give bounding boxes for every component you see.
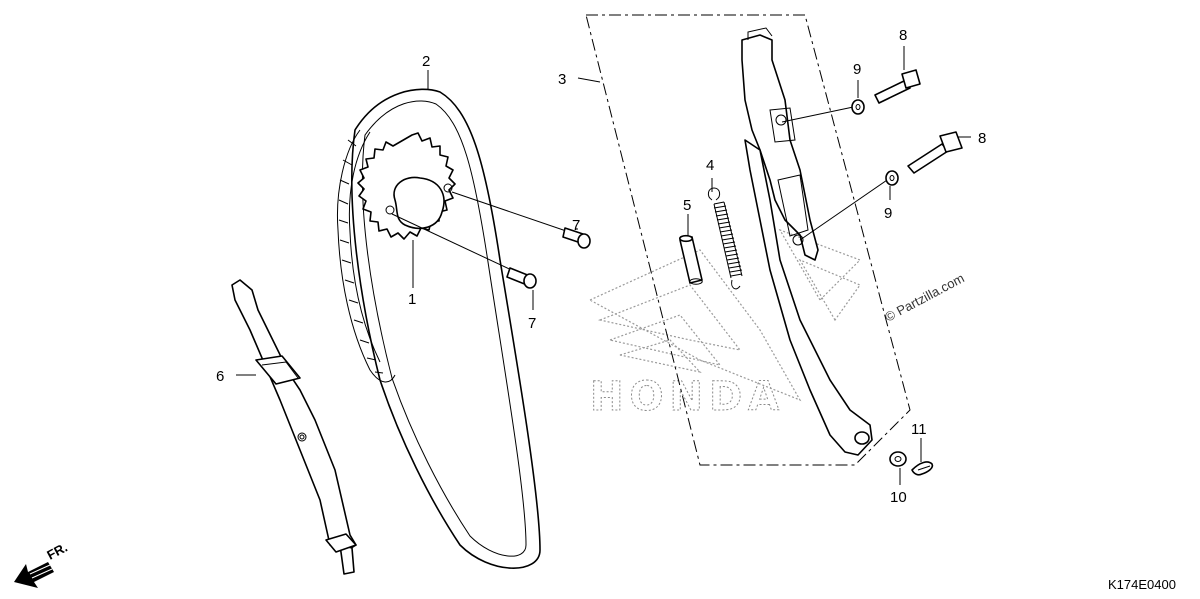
cam-sprocket — [357, 132, 456, 240]
callout-3: 3 — [558, 71, 566, 88]
sprocket-bolt-upper — [451, 191, 591, 249]
tensioner-bolt-lower — [799, 131, 963, 241]
callout-4: 4 — [706, 157, 714, 174]
callout-7a: 7 — [572, 217, 580, 234]
chain-guide — [231, 279, 357, 575]
copyright-watermark: © Partzilla.com — [882, 270, 966, 324]
callout-9b: 9 — [884, 205, 892, 222]
direction-label: FR. — [44, 540, 70, 563]
callout-10: 10 — [890, 489, 907, 506]
tensioner-washer-lower — [885, 170, 899, 186]
callout-5: 5 — [683, 197, 691, 214]
callout-9a: 9 — [853, 61, 861, 78]
collar — [678, 234, 703, 285]
cam-chain-links — [336, 129, 396, 383]
callout-7b: 7 — [528, 315, 536, 332]
tensioner-spring — [707, 178, 743, 290]
diagram-code: K174E0400 — [1108, 577, 1176, 592]
clip-11 — [911, 461, 934, 476]
callout-6: 6 — [216, 368, 224, 385]
assembly-boundary — [585, 14, 911, 466]
callout-8a: 8 — [899, 27, 907, 44]
callout-8b: 8 — [978, 130, 986, 147]
honda-wing-watermark — [588, 228, 862, 402]
tensioner-washer-upper — [851, 99, 865, 115]
callout-11: 11 — [911, 421, 927, 438]
washer-10 — [889, 451, 907, 467]
front-direction-arrow — [14, 562, 54, 588]
callout-1: 1 — [408, 291, 416, 308]
callout-2: 2 — [422, 53, 430, 70]
tensioner-bolt-upper — [781, 69, 921, 123]
honda-watermark-text: HONDA — [590, 374, 785, 420]
tensioner-arm — [741, 27, 873, 456]
sprocket-bolt-lower — [391, 213, 537, 289]
